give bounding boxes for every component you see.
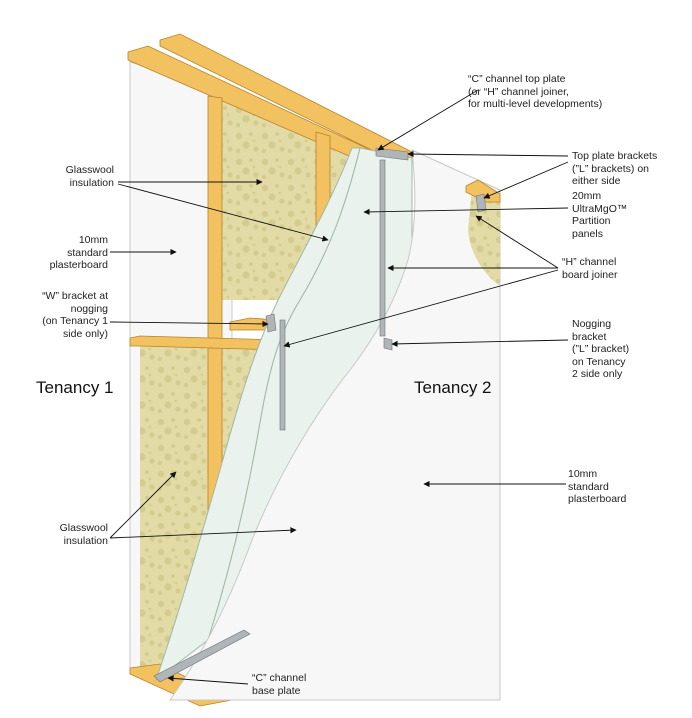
leader-arrow-icon <box>117 183 329 242</box>
leader-arrow-icon <box>475 215 559 269</box>
plasterboard-tenancy-2 <box>169 149 501 701</box>
label-glasswool-insulation-upper: Glasswool insulation <box>65 164 114 189</box>
nogging-bracket <box>383 337 393 351</box>
label-c-channel-base-plate: “C” channel base plate <box>252 672 307 697</box>
label-h-channel-board-joiner: “H” channel board joiner <box>562 256 618 281</box>
h-channel-board-joiner-lower <box>279 319 286 431</box>
label-plasterboard-tenancy-2: 10mm standard plasterboard <box>568 468 627 505</box>
leader-arrow-icon <box>167 675 249 685</box>
top-plate-right <box>465 179 501 203</box>
leader-arrow-icon <box>377 89 479 151</box>
label-glasswool-insulation-lower: Glasswool insulation <box>59 522 108 547</box>
label-mgo-partition-panels: 20mm UltraMgO™ Partition panels <box>572 190 628 240</box>
label-tenancy-1: Tenancy 1 <box>36 378 114 397</box>
leader-arrow-icon <box>109 320 269 328</box>
leader-lines <box>109 89 569 685</box>
leader-arrow-icon <box>407 150 569 158</box>
label-w-bracket: “W” bracket at nogging (on Tenancy 1 sid… <box>42 290 108 340</box>
leader-arrow-icon <box>109 527 297 539</box>
label-nogging-bracket: Nogging bracket (”L” bracket) on Tenancy… <box>572 318 630 380</box>
h-channel-board-joiner-upper <box>379 159 386 337</box>
plasterboard-tenancy-2-cutout <box>468 188 500 286</box>
leader-arrow-icon <box>283 269 559 348</box>
c-channel-top-plate <box>375 147 409 161</box>
label-tenancy-2: Tenancy 2 <box>414 378 492 397</box>
leader-arrow-icon <box>391 339 569 348</box>
w-bracket <box>265 313 277 333</box>
label-top-plate-brackets: Top plate brackets (”L” brackets) on eit… <box>572 150 658 187</box>
label-plasterboard-tenancy-1: 10mm standard plasterboard <box>49 234 108 271</box>
c-channel-base-plate <box>153 629 251 683</box>
leader-arrow-icon <box>109 471 177 539</box>
leader-arrow-icon <box>363 207 569 216</box>
label-c-channel-top-plate: “C” channel top plate (or “H” channel jo… <box>468 73 603 110</box>
leader-arrow-icon <box>483 161 569 199</box>
